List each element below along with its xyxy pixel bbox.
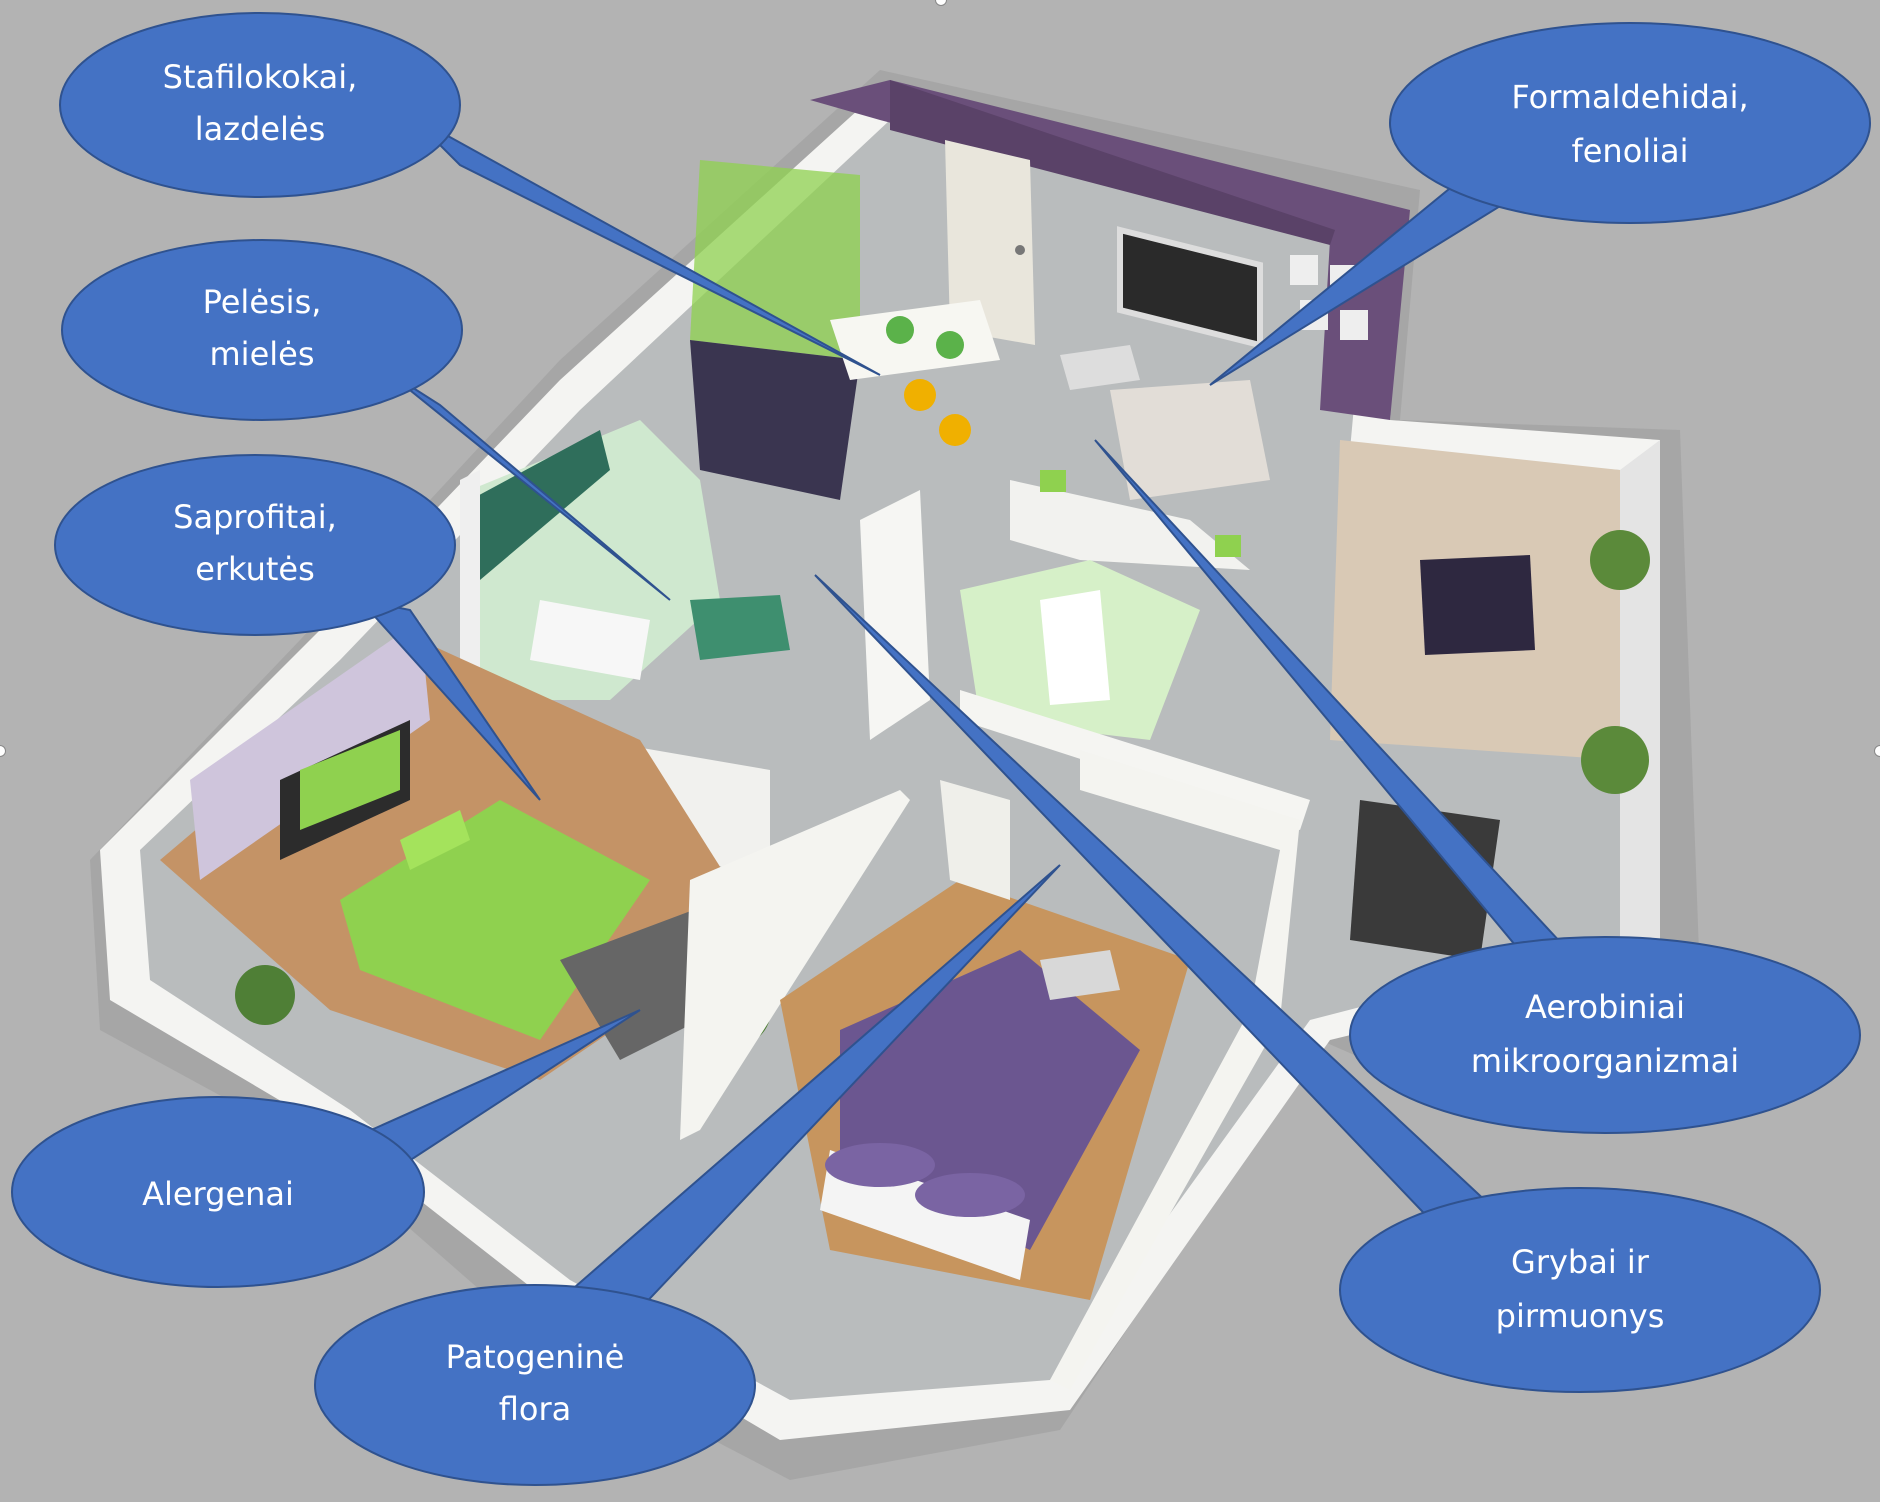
bathtub-icon	[530, 600, 650, 680]
callout-saprofitai-line1: Saprofitai,	[173, 498, 337, 536]
callout-formaldehidai: Formaldehidai, fenoliai	[1209, 22, 1871, 386]
callout-patogenine: Patogeninė flora	[314, 864, 1061, 1486]
kitchen-counter	[690, 340, 860, 500]
bedroom-left-wall	[190, 620, 430, 880]
callout-peleis-line1: Pelėsis,	[203, 283, 322, 321]
door-icon	[945, 140, 1035, 345]
callout-patogenine-line1: Patogeninė	[446, 1338, 625, 1376]
callout-formaldehidai-line2: fenoliai	[1571, 132, 1688, 170]
kitchen-wall	[690, 160, 860, 360]
plant-icon	[1590, 530, 1650, 590]
callout-formaldehidai-line1: Formaldehidai,	[1511, 78, 1748, 116]
callout-stafilokokai-line1: Stafilokokai,	[163, 58, 358, 96]
callout-stafilokokai-line2: lazdelės	[195, 110, 326, 148]
table-icon	[830, 300, 1000, 380]
callout-stafilokokai: Stafilokokai, lazdelės	[59, 12, 881, 376]
coffee-table	[1110, 380, 1270, 500]
callout-aerobiniai: Aerobiniai mikroorganizmai	[1094, 439, 1861, 1134]
callout-saprofitai: Saprofitai, erkutės	[54, 454, 541, 801]
callout-patogenine-line2: flora	[499, 1390, 572, 1428]
callouts: Stafilokokai, lazdelės Pelėsis, mielės S…	[11, 12, 1871, 1486]
living-room-back-wall	[810, 80, 1410, 420]
callout-peleis-line2: mielės	[210, 335, 315, 373]
callout-saprofitai-line2: erkutės	[195, 550, 315, 588]
callout-aerobiniai-line2: mikroorganizmai	[1471, 1042, 1739, 1080]
callout-grybai-line2: pirmuonys	[1496, 1297, 1665, 1335]
bathroom-tiles	[470, 430, 610, 580]
callout-alergenai: Alergenai	[11, 1009, 641, 1288]
callout-aerobiniai-line1: Aerobiniai	[1525, 988, 1685, 1026]
callout-grybai-line1: Grybai ir	[1511, 1243, 1650, 1281]
callout-peleis: Pelėsis, mielės	[61, 239, 671, 601]
callout-grybai: Grybai ir pirmuonys	[814, 574, 1821, 1393]
callout-alergenai-line1: Alergenai	[142, 1175, 294, 1213]
